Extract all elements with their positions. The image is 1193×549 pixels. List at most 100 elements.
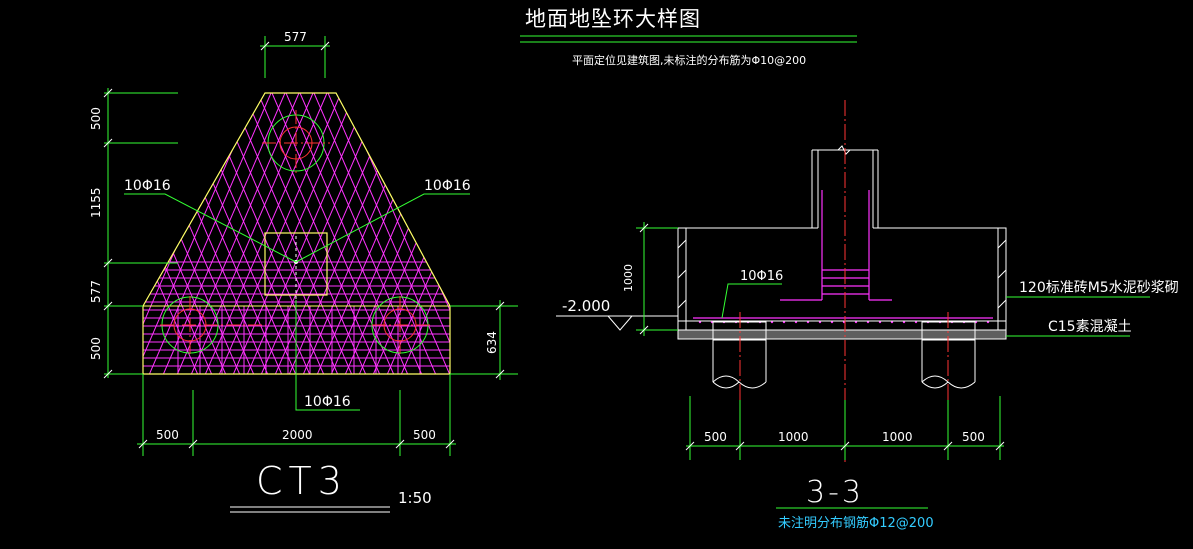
rebar-line (148, 93, 272, 374)
rebar-line (257, 93, 381, 374)
dim-height-label: 1000 (622, 264, 635, 292)
rebar-line (0, 93, 33, 375)
rebar-line (411, 93, 450, 374)
section-name: 3-3 (806, 475, 864, 510)
rebar-line (400, 93, 450, 374)
elevation-label: -2.000 (562, 297, 610, 315)
base-concrete (678, 330, 1006, 339)
rebar-line (143, 93, 244, 374)
rebar-line (143, 93, 255, 374)
plan-centerlines (160, 110, 430, 356)
rebar-label-right: 10Φ16 (424, 178, 471, 194)
rebar-line (143, 93, 258, 374)
rebar-line (285, 93, 409, 374)
dim-bottom-label: 500 (413, 428, 436, 442)
dim-top-label: 577 (284, 30, 307, 44)
plan-name: CT3 (256, 459, 348, 503)
section-note: 未注明分布钢筋Φ12@200 (778, 515, 934, 531)
dim-left (103, 88, 178, 379)
rebar-line (187, 93, 311, 374)
rebar-line (271, 93, 395, 374)
section-dim-label: 500 (962, 430, 985, 444)
rebar-line (274, 93, 398, 374)
rebar-line (162, 93, 286, 374)
rebar-line (143, 93, 202, 374)
rebar-line (496, 93, 618, 375)
rebar-line (288, 93, 412, 374)
column-square (264, 232, 328, 296)
rebar-line (143, 93, 174, 374)
pile-left-section (712, 321, 767, 389)
dim-right-label: 634 (485, 331, 499, 354)
rebar-line (0, 93, 5, 375)
rebar-line (552, 93, 674, 375)
rebar-line (299, 93, 423, 374)
rebar-line (143, 93, 146, 374)
rebar-line (260, 93, 384, 374)
rebar-line (143, 93, 199, 374)
section-dim-label: 1000 (778, 430, 809, 444)
rebar-line (229, 93, 353, 374)
rebar-leader-right (295, 193, 470, 263)
section-dim-bottom (685, 396, 1005, 460)
rebar-leader-left (124, 193, 297, 263)
rebar-line (190, 93, 314, 374)
rebar-line (0, 93, 47, 375)
column-stub (811, 149, 879, 228)
rebar-line (316, 93, 440, 374)
rebar-line (176, 93, 300, 374)
drawing-subtitle: 平面定位见建筑图,未标注的分布筋为Φ10@200 (572, 53, 806, 67)
drawing-title: 地面地坠环大样图 (525, 7, 701, 31)
dim-height (636, 222, 678, 336)
plan-view: 10Φ16 10Φ16 10Φ16 577 (0, 30, 688, 513)
rebar-line (201, 93, 325, 374)
rebar-line (215, 93, 339, 374)
rebar-line (302, 93, 426, 374)
dim-top (260, 36, 330, 78)
dim-right (450, 300, 518, 380)
rebar-line (524, 93, 646, 375)
rebar-line (0, 93, 61, 375)
rebar-line (232, 93, 356, 374)
rebar-label-bottom: 10Φ16 (304, 394, 351, 410)
base-label: C15素混凝土 (1048, 319, 1132, 335)
rebar-line (143, 93, 227, 374)
rebar-line (145, 93, 269, 374)
rebar-line (355, 93, 450, 374)
rebar-line (510, 93, 632, 375)
elevation-marker (556, 315, 678, 331)
dim-left-label: 500 (89, 337, 103, 360)
section-view: -2.000 1000 10Φ16 120标准砖M5水泥砂浆砌 C15素混凝土 (556, 100, 1179, 531)
dim-bottom-label: 2000 (282, 428, 313, 442)
rebar-line (344, 93, 450, 374)
dim-bottom (137, 374, 456, 456)
rebar-line (397, 93, 450, 374)
section-rebar-leader (721, 283, 782, 319)
rebar-line (0, 93, 89, 375)
section-dim-label: 500 (704, 430, 727, 444)
rebar-line (0, 93, 75, 375)
dim-left-label: 500 (89, 107, 103, 130)
dim-bottom-label: 500 (156, 428, 179, 442)
dim-left-label: 1155 (89, 187, 103, 218)
rebar-line (369, 93, 450, 374)
rebar-line (143, 93, 160, 374)
section-rebar (693, 190, 993, 319)
dim-left-label: 577 (89, 280, 103, 303)
section-rebar-label: 10Φ16 (740, 269, 783, 284)
wall-hatch (677, 239, 1007, 309)
break-mark (837, 145, 851, 155)
rebar-line (341, 93, 450, 374)
rebar-line (327, 93, 450, 374)
rebar-line (0, 93, 117, 375)
rebar-line (566, 93, 688, 375)
rebar-line (143, 93, 230, 374)
rebar-line (372, 93, 450, 374)
section-dim-label: 1000 (882, 430, 913, 444)
rebar-label-left: 10Φ16 (124, 178, 171, 194)
rebar-line (454, 93, 576, 375)
rebar-line (0, 93, 103, 375)
rebar-line (143, 93, 216, 374)
rebar-line (0, 93, 19, 375)
rebar-line (173, 93, 297, 374)
